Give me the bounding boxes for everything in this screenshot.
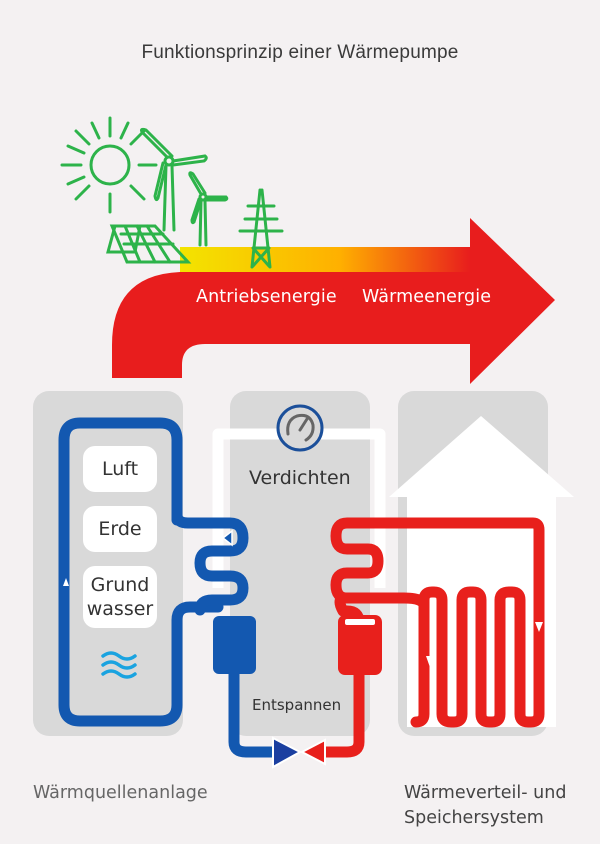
house-icon [389,416,574,727]
wind-turbine-icon [188,171,229,247]
condenser-tank [338,615,382,675]
heat-distribution-caption: Wärmeverteil- und Speichersystem [404,783,567,828]
gauge-icon [276,404,324,452]
heat-source-caption: Wärmquellenanlage [33,783,208,803]
compress-label: Verdichten [249,467,351,489]
flow-arrow-icon [535,622,543,632]
flow-arrow-icon [426,656,433,666]
renewable-icons [60,116,284,269]
expand-label: Entspannen [252,696,342,714]
expansion-valve-icon [272,736,326,769]
source-item-soil: Erde [83,506,157,552]
power-pylon-icon [238,188,284,269]
sun-icon [60,116,158,214]
evaporator-tank [213,616,256,674]
source-item-air: Luft [83,446,157,492]
drive-energy-label: Antriebsenergie [196,287,337,307]
page-title: Funktionsprinzip einer Wärmepumpe [141,42,459,63]
solar-panel-icon [106,224,192,264]
source-item-water [83,640,157,696]
wind-turbine-icon [140,127,208,232]
cold-circuit [58,417,284,758]
source-item-groundwater: Grund wasser [83,566,157,628]
flow-arrow-icon [221,529,233,547]
water-waves-icon [101,651,137,679]
flow-arrow-icon [63,578,69,586]
heat-energy-label: Wärmeenergie [362,287,492,307]
heat-pump-panel [230,391,370,736]
